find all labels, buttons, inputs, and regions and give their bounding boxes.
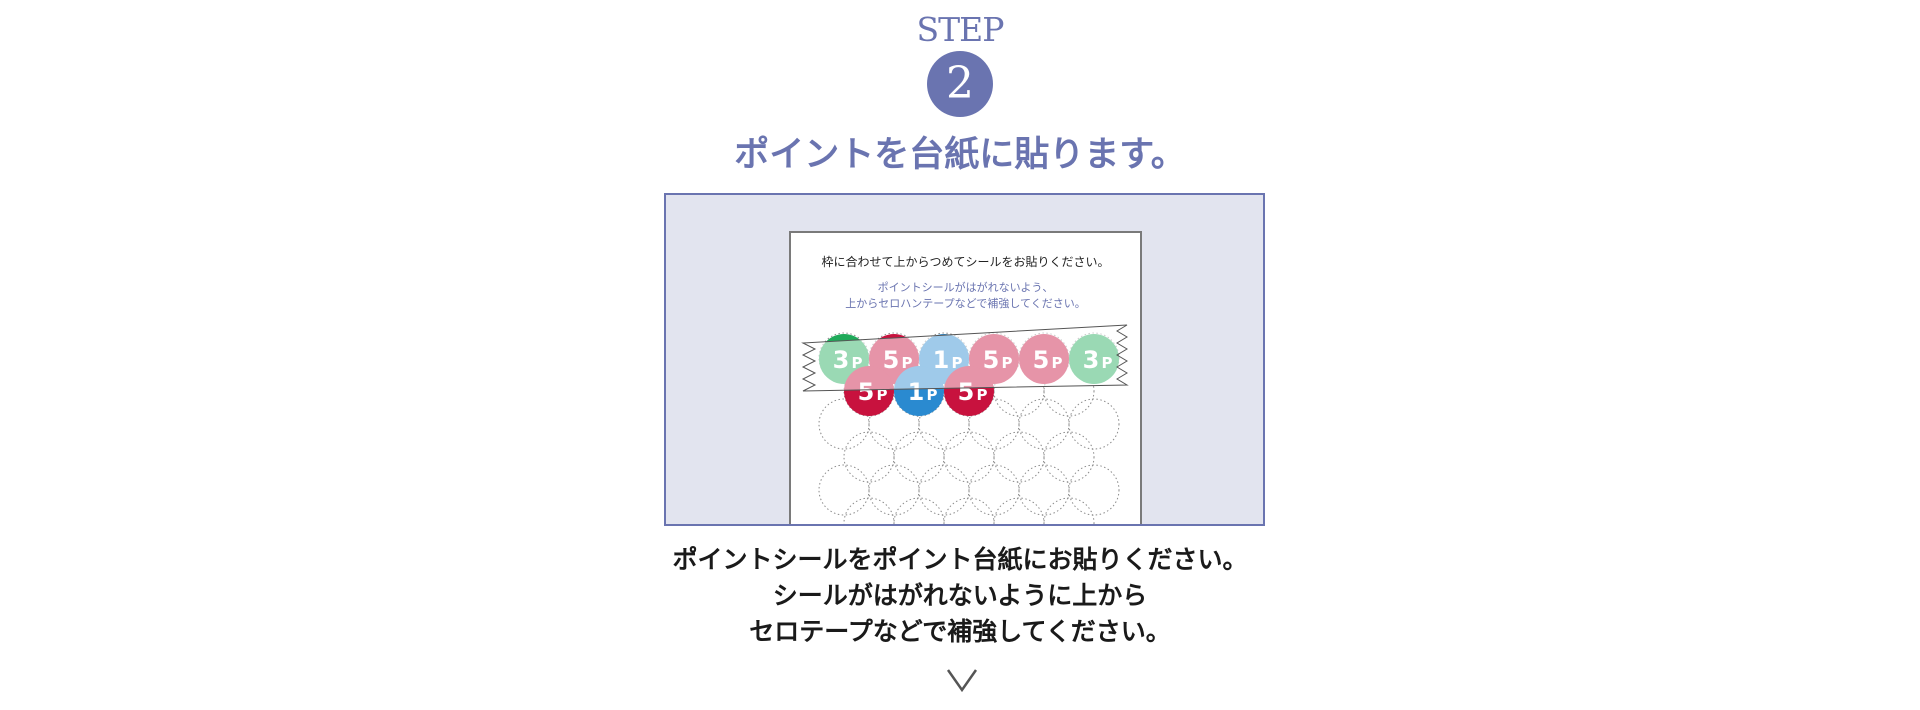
empty-slot [968,464,1020,516]
point-card: 枠に合わせて上からつめてシールをお貼りください。 ポイントシールがはがれないよう… [789,231,1142,524]
step-label: STEP [916,10,1005,49]
empty-slot [1068,464,1120,516]
empty-slot [1018,398,1070,450]
empty-slot [868,464,920,516]
empty-slot [818,464,870,516]
empty-slot [818,398,870,450]
description-line2: シールがはがれないように上から [772,581,1148,610]
empty-slot [893,497,945,524]
empty-slot [943,497,995,524]
card-note-line1: ポイントシールがはがれないよう、 [877,281,1054,294]
sticker-illustration: 3P5P1P5P5P3P5P1P5P [801,324,1129,524]
empty-slot [868,398,920,450]
illustration-panel: 枠に合わせて上からつめてシールをお貼りください。 ポイントシールがはがれないよう… [664,193,1265,526]
empty-slot [1018,464,1070,516]
description-line1: ポイントシールをポイント台紙にお貼りください。 [672,545,1248,574]
tape-strip [801,324,1129,392]
empty-slot [918,398,970,450]
empty-slot [943,431,995,483]
empty-slot [843,431,895,483]
step-number-badge: 2 [927,51,993,117]
chevron-down-icon[interactable] [945,666,979,694]
sticker-unit: P [877,386,888,404]
step-title: ポイントを台紙に貼ります。 [734,135,1186,175]
empty-slot [1068,398,1120,450]
empty-slot [1043,431,1095,483]
description-line3: セロテープなどで補強してください。 [749,617,1171,646]
sticker-unit: P [977,386,988,404]
empty-slot [1043,497,1095,524]
empty-slot [993,431,1045,483]
card-note-line2: 上からセロハンテープなどで補強してください。 [845,297,1086,310]
empty-slot [968,398,1020,450]
empty-slot [843,497,895,524]
empty-slot [918,464,970,516]
sticker-unit: P [927,386,938,404]
empty-slot [993,497,1045,524]
empty-slot [893,431,945,483]
card-instruction: 枠に合わせて上からつめてシールをお貼りください。 [821,255,1110,269]
